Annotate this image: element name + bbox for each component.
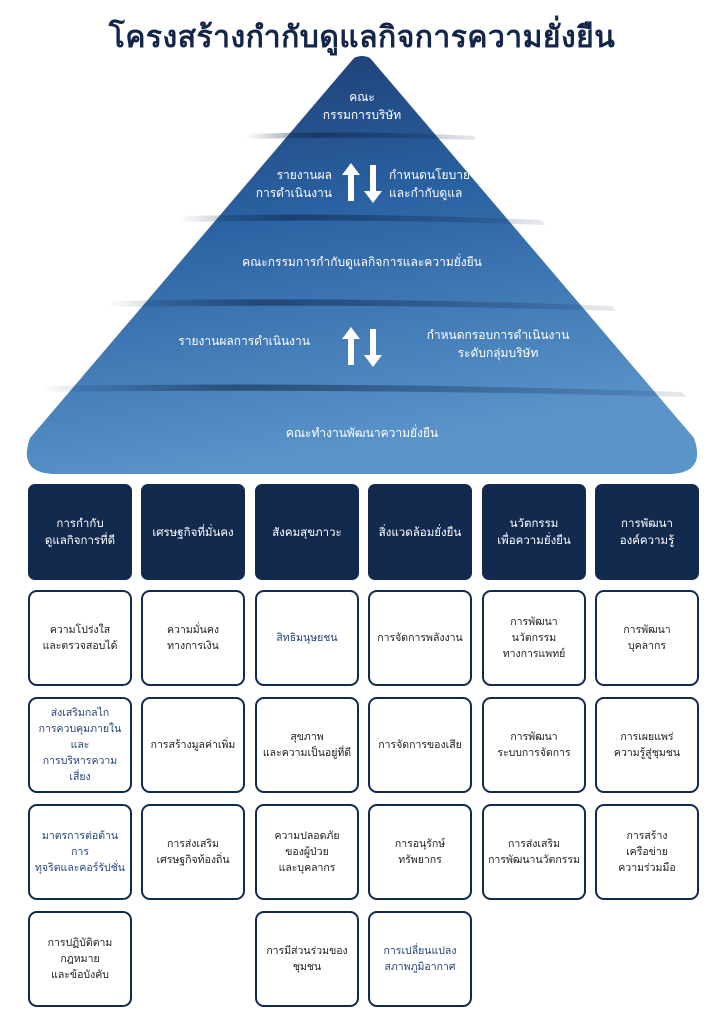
pillar-item: การพัฒนานวัตกรรมทางการแพทย์ xyxy=(482,590,586,686)
pillar-item: การสร้างมูลค่าเพิ่ม xyxy=(141,697,245,793)
up-down-arrows-icon xyxy=(342,163,382,203)
report-label-1: รายงานผลการดำเนินงาน xyxy=(255,168,332,200)
pillar-header-innovation: นวัตกรรมเพื่อความยั่งยืน xyxy=(482,484,586,580)
pillar-item: การจัดการพลังงาน xyxy=(368,590,472,686)
pillar-item: ความมั่นคงทางการเงิน xyxy=(141,590,245,686)
pillar-item: ส่งเสริมกลไกการควบคุมภายใน และการบริหารค… xyxy=(28,697,132,793)
pillar-item: สุขภาพและความเป็นอยู่ที่ดี xyxy=(255,697,359,793)
committee-label: คณะกรรมการกำกับดูแลกิจการและความยั่งยืน xyxy=(242,255,482,269)
pillar-header-governance: การกำกับดูแลกิจการที่ดี xyxy=(28,484,132,580)
up-down-arrows-icon-2 xyxy=(342,327,382,367)
pyramid-divider-4 xyxy=(40,384,686,397)
pillar-header-environment: สิ่งแวดล้อมยั่งยืน xyxy=(368,484,472,580)
pyramid-divider-3 xyxy=(108,299,616,311)
policy-label-1: กำหนดนโยบายและกำกับดูแล xyxy=(389,168,470,200)
pillar-item: สิทธิมนุษยชน xyxy=(255,590,359,686)
pyramid-divider-1 xyxy=(246,132,476,140)
pillar-item: การมีส่วนร่วมของชุมชน xyxy=(255,911,359,1007)
pillar-item: มาตรการต่อต้านการทุจริตและคอร์รัปชั่น xyxy=(28,804,132,900)
pillar-item: ความโปร่งใสและตรวจสอบได้ xyxy=(28,590,132,686)
pyramid-shape xyxy=(26,56,698,474)
pillar-item: การเผยแพร่ความรู้สู่ชุมชน xyxy=(595,697,699,793)
pillar-item: การเปลี่ยนแปลงสภาพภูมิอากาศ xyxy=(368,911,472,1007)
policy-label-2: กำหนดกรอบการดำเนินงานระดับกลุ่มบริษัท xyxy=(426,328,570,360)
page-title: โครงสร้างกำกับดูแลกิจการความยั่งยืน xyxy=(108,20,616,55)
working-group-label: คณะทำงานพัฒนาความยั่งยืน xyxy=(285,426,439,440)
pillar-item: ความปลอดภัยของผู้ป่วยและบุคลากร xyxy=(255,804,359,900)
pillar-item: การอนุรักษ์ทรัพยากร xyxy=(368,804,472,900)
pillar-item: การพัฒนาบุคลากร xyxy=(595,590,699,686)
governance-pyramid xyxy=(26,56,698,474)
pillar-header-society: สังคมสุขภาวะ xyxy=(255,484,359,580)
pillar-header-economy: เศรษฐกิจที่มั่นคง xyxy=(141,484,245,580)
pillar-item: การสร้างเครือข่ายความร่วมมือ xyxy=(595,804,699,900)
pillar-header-knowledge: การพัฒนาองค์ความรู้ xyxy=(595,484,699,580)
report-label-2: รายงานผลการดำเนินงาน xyxy=(178,334,310,348)
pillar-item: การปฏิบัติตามกฎหมายและข้อบังคับ xyxy=(28,911,132,1007)
pillar-item: การส่งเสริมเศรษฐกิจท้องถิ่น xyxy=(141,804,245,900)
pillar-item: การจัดการของเสีย xyxy=(368,697,472,793)
pillar-item: การพัฒนาระบบการจัดการ xyxy=(482,697,586,793)
pyramid-divider-2 xyxy=(179,214,545,225)
pillar-item: การส่งเสริมการพัฒนานวัตกรรม xyxy=(482,804,586,900)
board-label: คณะกรรมการบริษัท xyxy=(322,90,402,122)
